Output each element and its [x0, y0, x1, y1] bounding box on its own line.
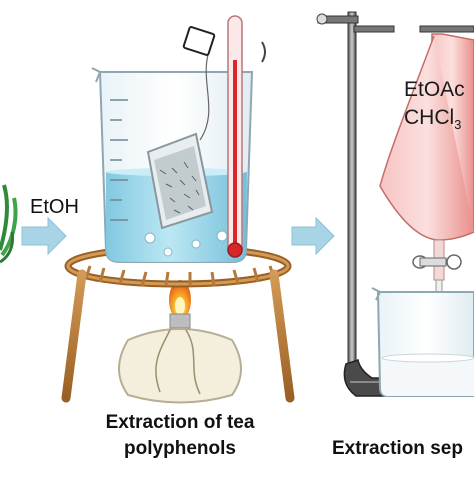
arrow-1	[21, 216, 67, 256]
reagent-label: EtOH	[30, 196, 79, 218]
funnel-solvent-label-2: CHCl3	[404, 106, 461, 132]
step1-caption-line1: Extraction of tea	[105, 412, 255, 433]
arrow-2	[291, 216, 335, 256]
step1-caption: Extraction of tea polyphenols	[60, 410, 300, 462]
beaker	[91, 67, 254, 263]
step2-caption: Extraction sep	[332, 438, 463, 459]
tea-bag	[146, 26, 216, 230]
collection-beaker	[371, 287, 474, 397]
solvent2-main: CHCl	[404, 106, 455, 129]
solvent2-subscript: 3	[454, 117, 462, 133]
step1-caption-line2: polyphenols	[124, 438, 236, 459]
thermometer	[227, 15, 266, 258]
plant-leaves	[0, 184, 18, 264]
separatory-funnel	[379, 33, 474, 331]
funnel-solvent-label-1: EtOAc	[404, 78, 465, 101]
